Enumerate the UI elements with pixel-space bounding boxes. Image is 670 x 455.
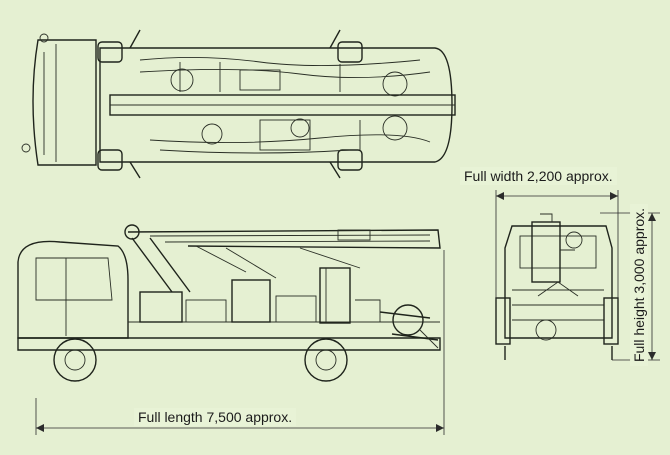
full-width-label: Full width 2,200 approx.: [460, 167, 617, 185]
full-height-label: Full height 3,000 approx.: [630, 203, 649, 367]
length-dimension: [35, 250, 445, 435]
top-view: [21, 29, 456, 179]
front-view: [495, 213, 619, 360]
side-view: [17, 224, 441, 382]
full-length-label: Full length 7,500 approx.: [134, 408, 297, 426]
width-dimension: [495, 190, 619, 300]
